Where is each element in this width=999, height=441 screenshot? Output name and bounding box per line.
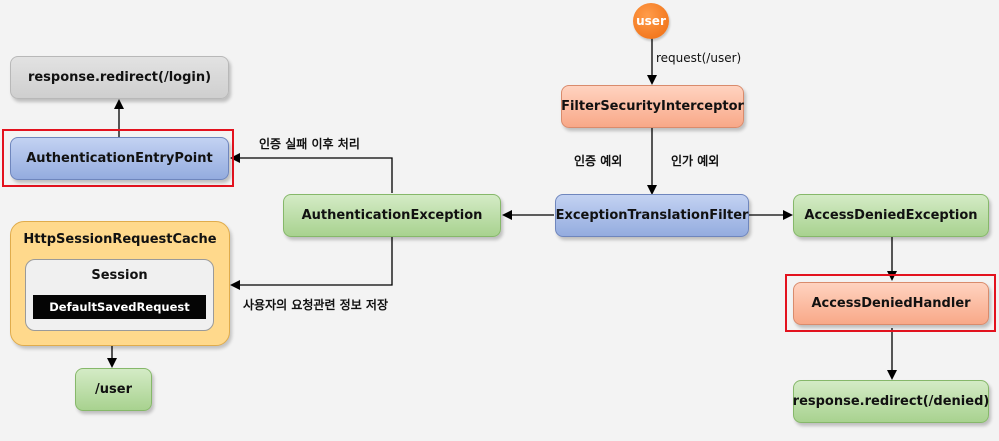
exception-translation-filter-node: ExceptionTranslationFilter [555, 194, 749, 237]
user-label: user [636, 14, 666, 28]
auth-fail-label: 인증 실패 이후 처리 [259, 137, 360, 151]
filter-security-interceptor-node: FilterSecurityInterceptor [561, 85, 744, 128]
default-saved-request: DefaultSavedRequest [33, 295, 206, 319]
access-denied-handler-node: AccessDeniedHandler [793, 282, 989, 325]
request-label: request(/user) [656, 51, 742, 65]
access-denied-handler-highlight [785, 274, 996, 332]
session-box: Session DefaultSavedRequest [25, 259, 214, 331]
entry-point-highlight [2, 129, 234, 187]
authz-exception-label: 인가 예외 [671, 154, 720, 168]
arrow-auth-exception-to-entry-point [230, 153, 393, 193]
cache-title: HttpSessionRequestCache [23, 232, 217, 247]
access-denied-exception-node: AccessDeniedException [793, 194, 989, 237]
redirect-login-node: response.redirect(/login) [10, 56, 229, 99]
user-circle: user [633, 3, 669, 39]
session-title: Session [91, 268, 148, 283]
entry-point-node: AuthenticationEntryPoint [10, 137, 229, 180]
auth-exception-label: 인증 예외 [574, 154, 623, 168]
auth-exception-node: AuthenticationException [283, 194, 501, 237]
http-session-request-cache: HttpSessionRequestCache Session DefaultS… [10, 221, 230, 346]
redirect-denied-node: response.redirect(/denied) [793, 380, 989, 423]
arrow-auth-exception-to-cache [230, 237, 393, 290]
save-info-label: 사용자의 요청관련 정보 저장 [243, 298, 389, 312]
user-path-node: /user [75, 368, 152, 411]
